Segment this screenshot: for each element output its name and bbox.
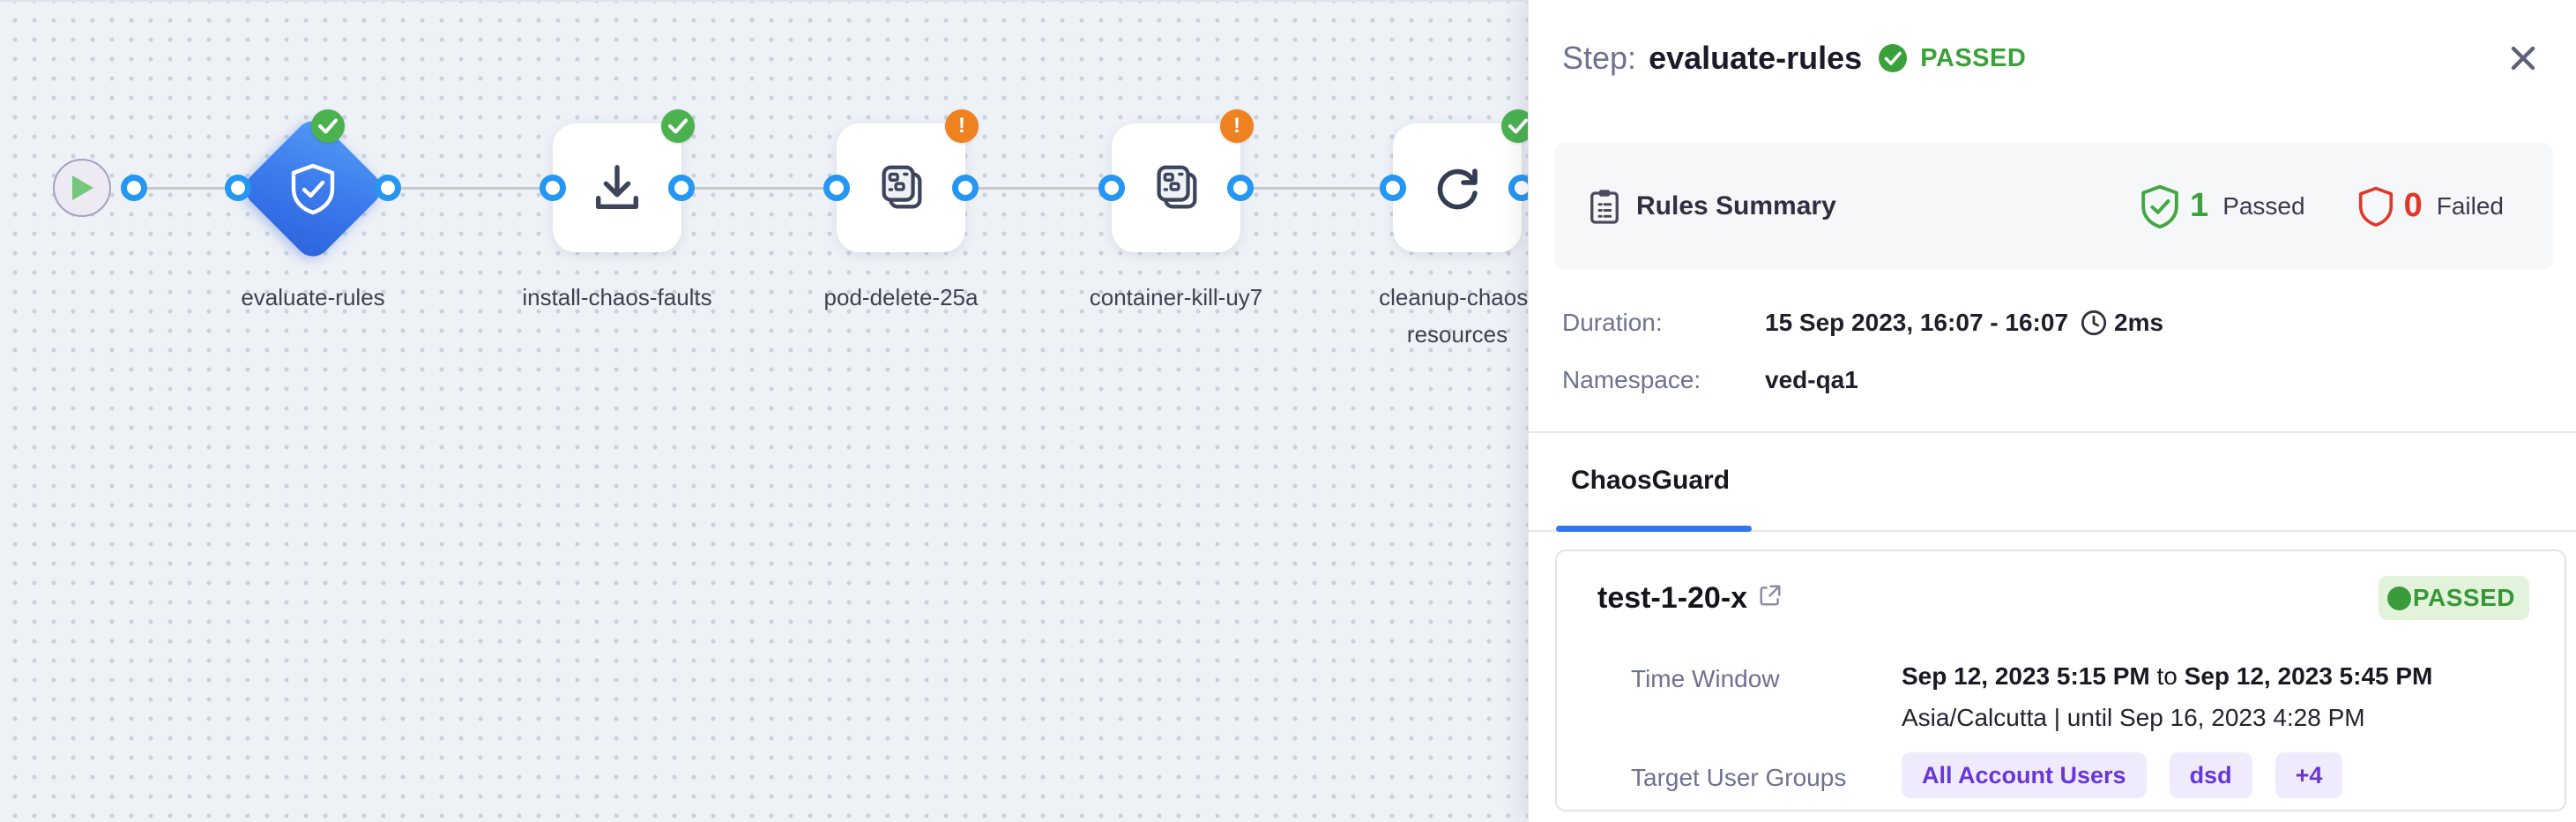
check-icon [318,118,338,134]
target-user-groups: All Account Users dsd +4 [1902,752,2343,798]
connector-port [1380,175,1406,201]
pipeline-start-node[interactable] [53,159,111,217]
rule-name-link[interactable]: test-1-20-x [1597,581,1748,615]
check-icon [1508,118,1528,134]
status-warning-badge: ! [1220,109,1254,143]
rules-passed-label: Passed [2222,191,2305,220]
node-container-kill-uy7[interactable] [1112,123,1240,252]
node-label: cleanup-chaos-resources [1379,284,1536,347]
clipboard-icon [1590,189,1619,224]
duration-row: Duration: 15 Sep 2023, 16:07 - 16:07 2ms [1562,301,2550,345]
time-window-label: Time Window [1631,665,1780,692]
connector-port [225,175,251,201]
step-details-panel: Step: evaluate-rules PASSED Rules Summar… [1528,0,2576,822]
active-tab-underline [1556,526,1752,532]
tab-chaosguard[interactable]: ChaosGuard [1571,466,1731,495]
download-icon [595,165,639,210]
time-to: Sep 12, 2023 5:45 PM [2184,662,2433,690]
clock-icon [2081,310,2107,336]
user-group-chip: dsd [2169,752,2252,798]
rules-summary-title: Rules Summary [1636,191,1836,220]
timezone-line: Asia/Calcutta | until Sep 16, 2023 4:28 … [1902,704,2365,731]
user-group-chip: All Account Users [1902,752,2147,798]
status-dot [2386,586,2411,610]
external-link-icon[interactable] [1758,583,1783,608]
exclamation-icon: ! [1233,114,1240,138]
connector-port [540,175,566,201]
exclamation-icon: ! [958,114,965,138]
status-passed-badge [661,109,695,143]
target-user-groups-label: Target User Groups [1631,764,1847,791]
rules-failed-label: Failed [2436,191,2504,220]
chaos-fault-icon [882,165,922,209]
connector-port [952,175,979,201]
namespace-value: ved-qa1 [1765,366,1858,393]
node-label: pod-delete-25a [823,284,979,310]
rule-status-badge: PASSED [2378,576,2529,620]
play-icon [72,176,93,200]
shield-failed-icon [2358,186,2393,227]
node-pod-delete-25a[interactable] [837,123,965,252]
node-cleanup-chaos-resources[interactable] [1393,123,1522,252]
node-label: install-chaos-faults [522,284,712,310]
node-label: container-kill-uy7 [1089,284,1263,310]
refresh-icon [1437,168,1478,210]
node-label: evaluate-rules [241,284,385,310]
rules-failed-count: 0 [2403,187,2423,224]
close-button[interactable] [2504,39,2542,78]
passed-check-icon [1879,44,1908,72]
status-passed-badge [311,109,345,143]
duration-value: 15 Sep 2023, 16:07 - 16:07 [1765,309,2069,336]
connector-port [1098,175,1125,201]
connector-port [823,175,850,201]
time-window-value: Sep 12, 2023 5:15 PM to Sep 12, 2023 5:4… [1902,662,2432,691]
rules-summary-bar: Rules Summary 1 Passed 0 Failed [1555,143,2553,269]
namespace-row: Namespace: ved-qa1 [1562,358,2550,402]
chaosguard-rule-card: test-1-20-x PASSED Time Window Sep 12, 2… [1555,549,2566,811]
duration-elapsed: 2ms [2114,309,2164,336]
namespace-label: Namespace: [1562,366,1701,393]
time-separator: to [2149,662,2185,690]
close-icon [2511,46,2535,71]
chaos-fault-icon [1157,165,1197,209]
rules-passed-count: 1 [2190,187,2209,224]
step-title: evaluate-rules [1649,40,1863,76]
node-install-chaos-faults[interactable] [553,123,681,252]
connector-port [668,175,695,201]
duration-label: Duration: [1562,309,1663,336]
shield-passed-icon [2141,184,2178,228]
section-divider [1529,431,2576,433]
panel-header: Step: evaluate-rules PASSED [1529,0,2576,116]
connector-port [121,175,147,201]
connector-port [375,175,401,201]
check-icon [668,118,688,134]
connector-port [1227,175,1254,201]
status-warning-badge: ! [945,109,979,143]
step-status-text: PASSED [1920,43,2027,72]
step-prefix-label: Step: [1562,40,1637,76]
rule-status-text: PASSED [2412,584,2515,611]
shield-check-icon [287,162,339,215]
tabbar-border [1529,530,2576,532]
user-group-chip: +4 [2274,752,2343,798]
time-from: Sep 12, 2023 5:15 PM [1902,662,2150,690]
